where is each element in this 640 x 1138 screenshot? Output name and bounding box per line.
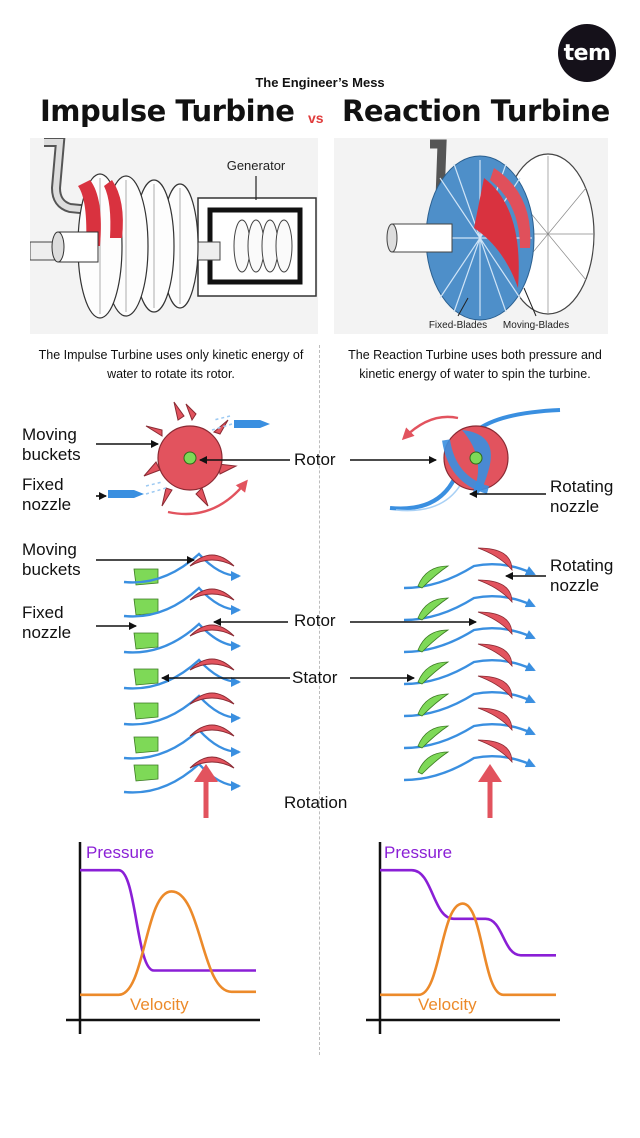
caption-reaction: The Reaction Turbine uses both pressure …: [348, 348, 602, 381]
series-label-velocity: Velocity: [418, 995, 477, 1014]
vs-label: vs: [308, 110, 324, 126]
label-moving-buckets-top: Moving buckets: [22, 425, 81, 464]
brand-name: The Engineer’s Mess: [255, 75, 385, 90]
reaction-turbine-illustration: Fixed-Blades Moving-Blades: [334, 138, 608, 334]
reaction-pressure-velocity-chart: Pressure Velocity: [366, 842, 560, 1034]
fixed-blades-label: Fixed-Blades: [429, 320, 487, 331]
turbine-diagrams: [96, 401, 561, 818]
label-moving-buckets-cascade: Moving buckets: [22, 540, 81, 579]
reaction-cascade: [404, 547, 534, 780]
impulse-top-jet: [234, 420, 270, 428]
label-fixed-nozzle-top: Fixed nozzle: [22, 475, 72, 514]
impulse-cascade: [124, 554, 239, 792]
label-rotor-cascade: Rotor: [294, 611, 336, 630]
label-stator: Stator: [292, 668, 338, 687]
center-divider: [319, 345, 320, 1055]
series-label-pressure: Pressure: [384, 843, 452, 862]
label-rotor-top: Rotor: [294, 450, 336, 469]
label-fixed-nozzle-cascade: Fixed nozzle: [22, 603, 72, 642]
label-rotation: Rotation: [284, 793, 348, 812]
series-pressure: [380, 868, 556, 957]
impulse-turbine-illustration: Generator: [30, 138, 318, 334]
series-velocity: [80, 890, 256, 997]
title-reaction-turbine: Reaction Turbine: [342, 94, 610, 128]
impulse-rotor: [143, 401, 238, 507]
title-impulse-turbine: Impulse Turbine: [40, 94, 295, 128]
rotation-arrows: [194, 764, 502, 818]
series-pressure: [80, 868, 256, 972]
shaft: [57, 231, 99, 263]
impulse-pressure-velocity-chart: Pressure Velocity: [66, 842, 260, 1034]
series-velocity: [380, 902, 556, 997]
moving-blades-label: Moving-Blades: [503, 320, 569, 331]
label-rotating-nozzle-cascade: Rotating nozzle: [550, 556, 614, 595]
reaction-rotor: [389, 408, 561, 512]
moving-blades: [474, 178, 519, 288]
pointer-lines: [96, 440, 546, 682]
impulse-rotation-arrow: [167, 479, 248, 516]
series-label-velocity: Velocity: [130, 995, 189, 1014]
reaction-rotation-arrow: [401, 415, 459, 441]
generator-label: Generator: [227, 158, 286, 173]
caption-impulse: The Impulse Turbine uses only kinetic en…: [38, 348, 304, 381]
label-rotating-nozzle-top: Rotating nozzle: [550, 477, 614, 516]
series-label-pressure: Pressure: [86, 843, 154, 862]
red-buckets: [78, 180, 101, 246]
tem-logo: tem: [558, 24, 616, 82]
impulse-fixed-nozzle-jet: [108, 490, 144, 498]
